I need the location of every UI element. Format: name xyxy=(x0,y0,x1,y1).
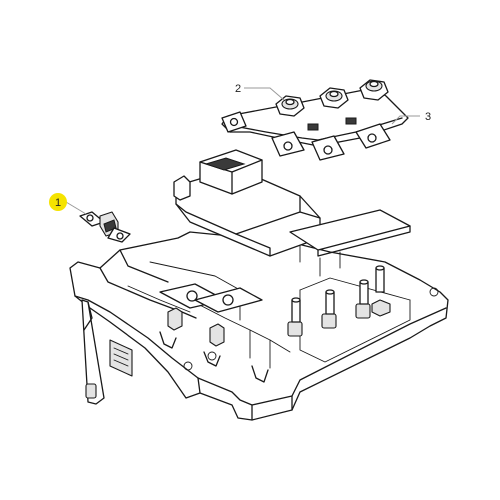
callout-2-label: 2 xyxy=(235,83,241,95)
fuse-box-housing xyxy=(69,231,449,421)
relay-block xyxy=(173,149,321,257)
callout-1-badge xyxy=(49,193,67,211)
callout-1-label: 1 xyxy=(55,197,61,209)
callout-1-leader xyxy=(65,201,87,215)
callout-3-label: 3 xyxy=(425,111,431,123)
callout-2-leader xyxy=(244,87,285,101)
small-fuse-part xyxy=(79,211,131,243)
callout-1: 1 xyxy=(49,193,87,215)
callout-2: 2 xyxy=(235,83,285,101)
mega-fuse-strip xyxy=(221,79,409,161)
callout-3-leader xyxy=(391,115,420,125)
callout-3: 3 xyxy=(391,111,431,125)
cover-plate xyxy=(289,209,411,277)
